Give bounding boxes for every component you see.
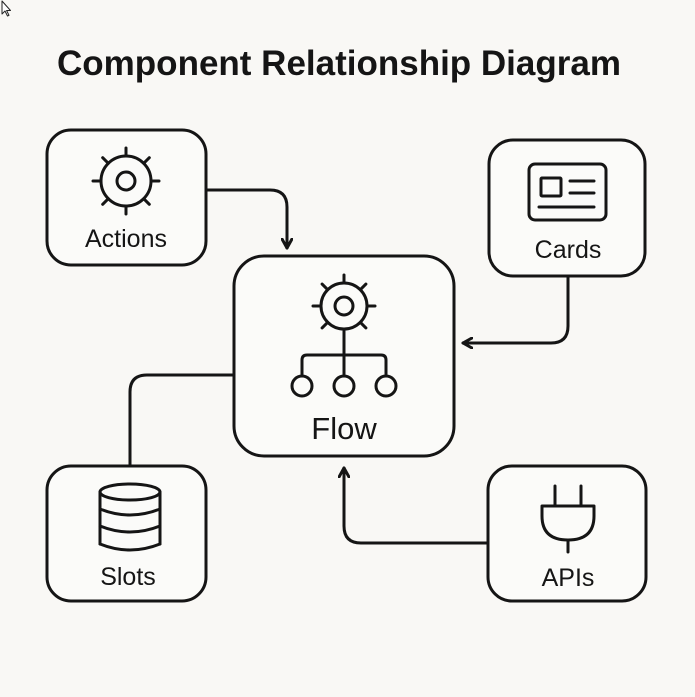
node-actions-label: Actions [85, 225, 167, 253]
node-cards[interactable]: Cards [487, 138, 647, 278]
node-slots-box [45, 464, 208, 603]
plug-icon [540, 484, 596, 554]
node-apis-label: APIs [542, 564, 595, 592]
node-actions-box [45, 128, 208, 267]
node-slots[interactable]: Slots [45, 464, 208, 603]
edge-cards-to-flow [461, 274, 570, 343]
connectors [128, 188, 570, 545]
node-cards-label: Cards [535, 236, 602, 264]
edge-apis-to-flow [344, 466, 490, 545]
node-flow-label: Flow [311, 411, 377, 446]
node-apis[interactable]: APIs [486, 464, 648, 603]
node-actions[interactable]: Actions [45, 128, 208, 267]
node-flow[interactable]: Flow [232, 254, 456, 458]
id-card-icon [527, 162, 608, 222]
cursor-icon [1, 0, 11, 17]
node-slots-label: Slots [100, 563, 156, 591]
database-icon [98, 482, 162, 552]
edge-actions-to-flow [204, 188, 287, 250]
diagram-title: Component Relationship Diagram [57, 44, 621, 83]
edge-slots-to-flow [128, 373, 236, 468]
gear-hierarchy-icon [290, 273, 398, 398]
node-apis-box [486, 464, 648, 603]
gear-icon [91, 146, 161, 216]
